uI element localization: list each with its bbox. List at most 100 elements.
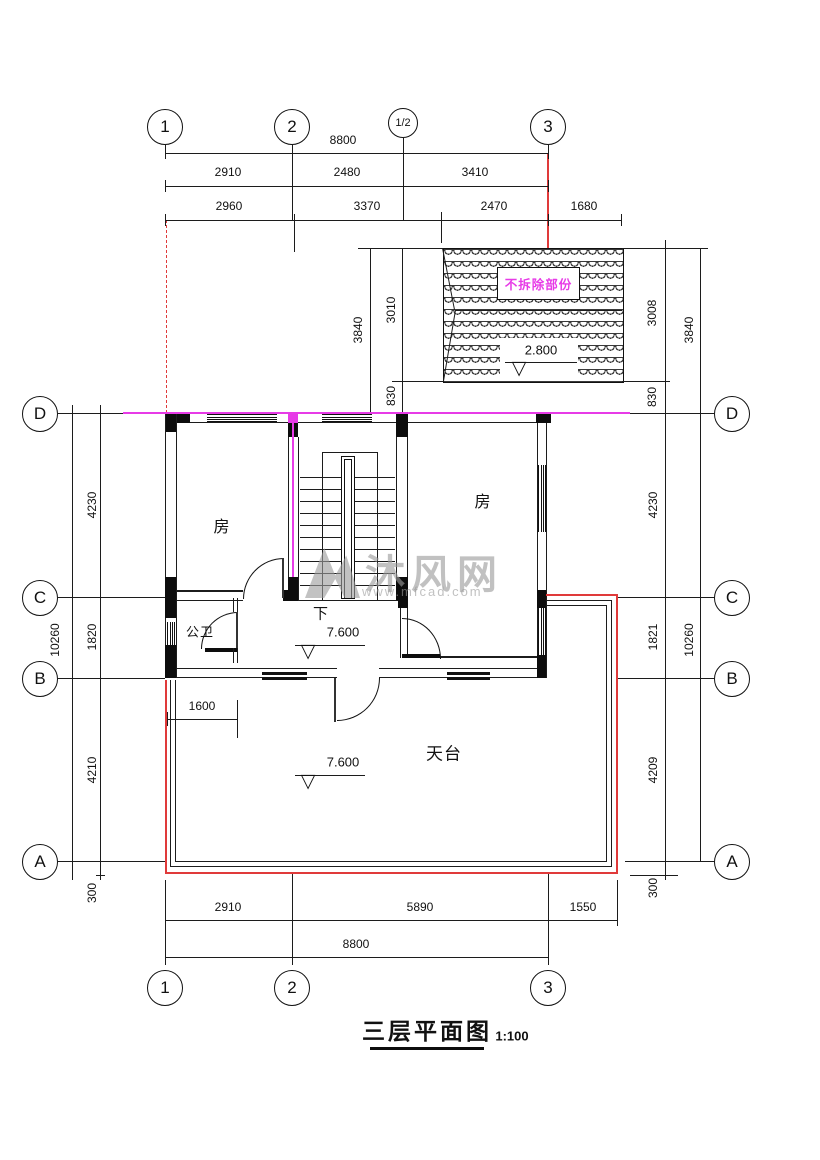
window	[538, 465, 546, 532]
wall-line	[165, 422, 546, 423]
dim-2960: 2960	[215, 199, 243, 213]
dim-1550: 1550	[569, 900, 597, 914]
parapet-line	[170, 680, 171, 867]
grid-line-d-magenta	[123, 412, 630, 414]
dim-line	[165, 957, 548, 958]
dim-tick	[96, 861, 105, 862]
dim-line	[700, 248, 701, 861]
axis-bubble-1-bottom: 1	[147, 970, 183, 1006]
keep-label: 不拆除部份	[504, 278, 573, 292]
axis-label: D	[725, 404, 739, 423]
dim-tick	[167, 712, 168, 726]
dim-line	[665, 240, 666, 880]
parapet-line	[546, 605, 607, 606]
column	[398, 595, 408, 608]
wall-line	[396, 437, 397, 582]
railing-window	[447, 672, 490, 680]
dim-tick	[548, 214, 549, 226]
axis-bubble-2-bottom: 2	[274, 970, 310, 1006]
dim-4230-right: 4230	[646, 491, 660, 519]
grid-line-c	[58, 597, 165, 598]
axis-label: 3	[543, 978, 553, 997]
dim-tick	[292, 914, 293, 926]
level-triangle-icon: ▽	[511, 358, 527, 379]
wall-line	[379, 668, 537, 669]
dim-line	[165, 186, 548, 187]
axis-label: 1	[160, 117, 170, 136]
dim-2480: 2480	[333, 165, 361, 179]
stair-handrail-inner	[344, 459, 352, 599]
axis-label: 1	[160, 978, 170, 997]
dim-line	[165, 220, 621, 221]
parapet-line	[175, 861, 607, 862]
dim-tick	[548, 180, 549, 192]
axis-bubble-b-right: B	[714, 661, 750, 697]
dim-tick	[237, 700, 238, 738]
axis-bubble-3-top: 3	[530, 109, 566, 145]
wall-line	[440, 656, 537, 658]
wall-line	[298, 600, 408, 601]
dim-tick	[165, 180, 166, 192]
dim-300-left: 300	[85, 882, 99, 904]
dim-tick	[548, 914, 549, 926]
dim-bottom-total: 8800	[342, 937, 370, 951]
railing-window	[262, 672, 307, 680]
column	[165, 645, 176, 678]
dim-line	[100, 405, 101, 880]
door-leaf	[334, 678, 336, 722]
level-line	[295, 645, 365, 646]
terrace-red-boundary	[546, 594, 617, 596]
dim-2910-top: 2910	[214, 165, 242, 179]
axis-label: 2	[287, 978, 297, 997]
parapet-line	[175, 680, 176, 862]
wall-line	[298, 437, 299, 601]
dim-tick	[661, 678, 670, 679]
column	[166, 413, 176, 432]
column	[537, 655, 546, 678]
dim-tick	[96, 413, 105, 414]
dim-ext-line	[358, 248, 443, 249]
axis-bubble-2-top: 2	[274, 109, 310, 145]
axis-1-red-dashed-line	[166, 220, 167, 413]
roof-level-value: 2.800	[524, 342, 558, 358]
wall-line	[546, 423, 547, 678]
dim-4230-left: 4230	[85, 491, 99, 519]
axis-label: C	[725, 588, 739, 607]
axis-bubble-a-left: A	[22, 844, 58, 880]
dim-tick	[96, 875, 105, 876]
door-arc-right-room	[402, 618, 441, 659]
wall-line	[233, 598, 234, 612]
bathroom-label: 公卫	[185, 624, 215, 640]
dim-tick	[441, 212, 442, 243]
dim-tick	[403, 180, 404, 192]
axis-bubble-d-left: D	[22, 396, 58, 432]
terrace-red-boundary	[165, 680, 167, 873]
column	[396, 413, 408, 437]
wall-line	[237, 648, 238, 663]
drawing-scale: 1:100	[495, 1028, 529, 1044]
axis-label: A	[34, 852, 46, 871]
axis-bubble-3-bottom: 3	[530, 970, 566, 1006]
wall-line	[288, 437, 289, 601]
grid-line-d	[58, 413, 123, 414]
dim-1680: 1680	[570, 199, 598, 213]
dim-tick	[165, 914, 166, 926]
wall-line	[233, 648, 234, 663]
dim-tick	[696, 861, 705, 862]
axis-stem	[403, 137, 404, 220]
wall-line	[176, 668, 337, 669]
wall-stub	[283, 590, 288, 601]
stair-flight-edge	[377, 452, 378, 600]
terrace-red-boundary	[165, 872, 618, 874]
grid-line-a	[58, 861, 165, 862]
parapet-line	[546, 600, 612, 601]
wall-line	[237, 598, 238, 612]
stair-down-label: 下	[312, 605, 330, 623]
dim-tick	[165, 214, 166, 226]
dim-1820: 1820	[85, 623, 99, 651]
wall-line	[165, 413, 166, 678]
room-label-left: 房	[213, 519, 231, 536]
parapet-line	[606, 605, 607, 862]
dim-line	[370, 248, 371, 413]
hall-level-value: 7.600	[326, 624, 360, 640]
